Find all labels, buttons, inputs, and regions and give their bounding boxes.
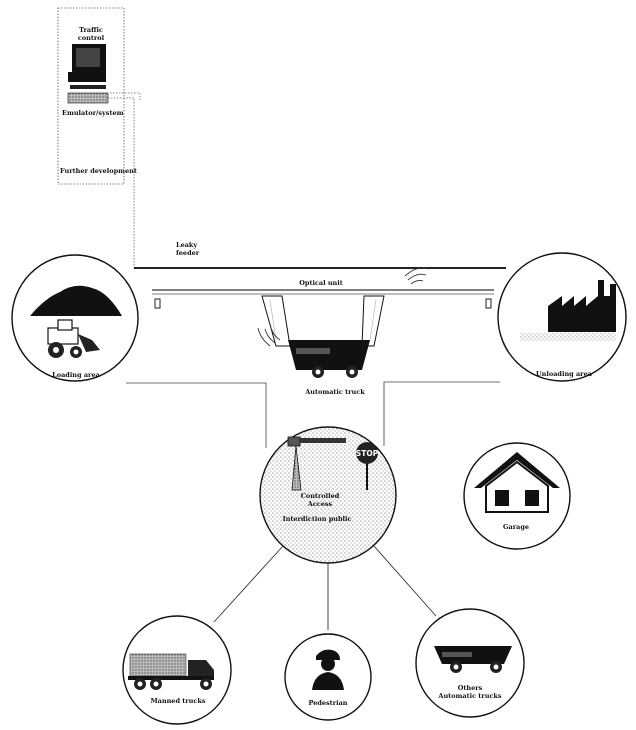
- optical-sensor-right: [485, 298, 492, 309]
- road-right: [383, 381, 500, 446]
- factory-icon: [548, 280, 616, 332]
- manned-trucks-label: Manned trucks: [150, 697, 206, 705]
- unloading-area-label: Unloading area: [536, 370, 592, 378]
- loading-area-circle: [11, 254, 139, 382]
- wheel-loader-icon: [47, 319, 100, 358]
- interdiction-public-label: Interdiction public: [282, 515, 352, 523]
- stop-sign-label: STOP: [356, 449, 379, 458]
- pedestrian-label: Pedestrian: [308, 699, 348, 707]
- automatic-truck-label: Automatic truck: [305, 388, 365, 396]
- garage-icon: [474, 452, 560, 513]
- terminal-link: [108, 97, 135, 268]
- controlled-access-label: Controlled Access: [300, 492, 340, 508]
- automatic-truck-icon: [288, 340, 370, 378]
- optical-sensor-left: [154, 298, 161, 309]
- stop-sign-icon: STOP: [356, 442, 379, 490]
- other-truck-icon: [434, 646, 512, 673]
- optical-unit-label: Optical unit: [299, 279, 343, 287]
- link-manned-trucks: [213, 545, 284, 623]
- traffic-control-label: Traffic control: [77, 26, 105, 42]
- further-development-label: Further development: [60, 167, 137, 175]
- link-other-trucks: [373, 545, 437, 617]
- ground-texture: [520, 333, 616, 341]
- other-automatic-trucks-label: Others Automatic trucks: [438, 684, 502, 700]
- emulator-system-label: Emulator/system: [62, 109, 124, 117]
- ore-pile-icon: [30, 285, 122, 316]
- radio-waves-icon: [404, 267, 430, 285]
- leaky-feeder-label: Leaky feeder: [176, 241, 200, 257]
- barrier-icon: [287, 436, 346, 491]
- pedestrian-icon: [312, 649, 344, 690]
- truck-radio-waves-icon: [257, 327, 281, 347]
- terminal-link-2: [110, 92, 141, 100]
- manned-truck-icon: [128, 653, 214, 690]
- computer-icon: [67, 44, 109, 104]
- traffic-control-box: [57, 7, 125, 185]
- garage-label: Garage: [502, 523, 530, 531]
- loading-area-label: Loading area: [52, 371, 100, 379]
- road-left: [126, 382, 267, 448]
